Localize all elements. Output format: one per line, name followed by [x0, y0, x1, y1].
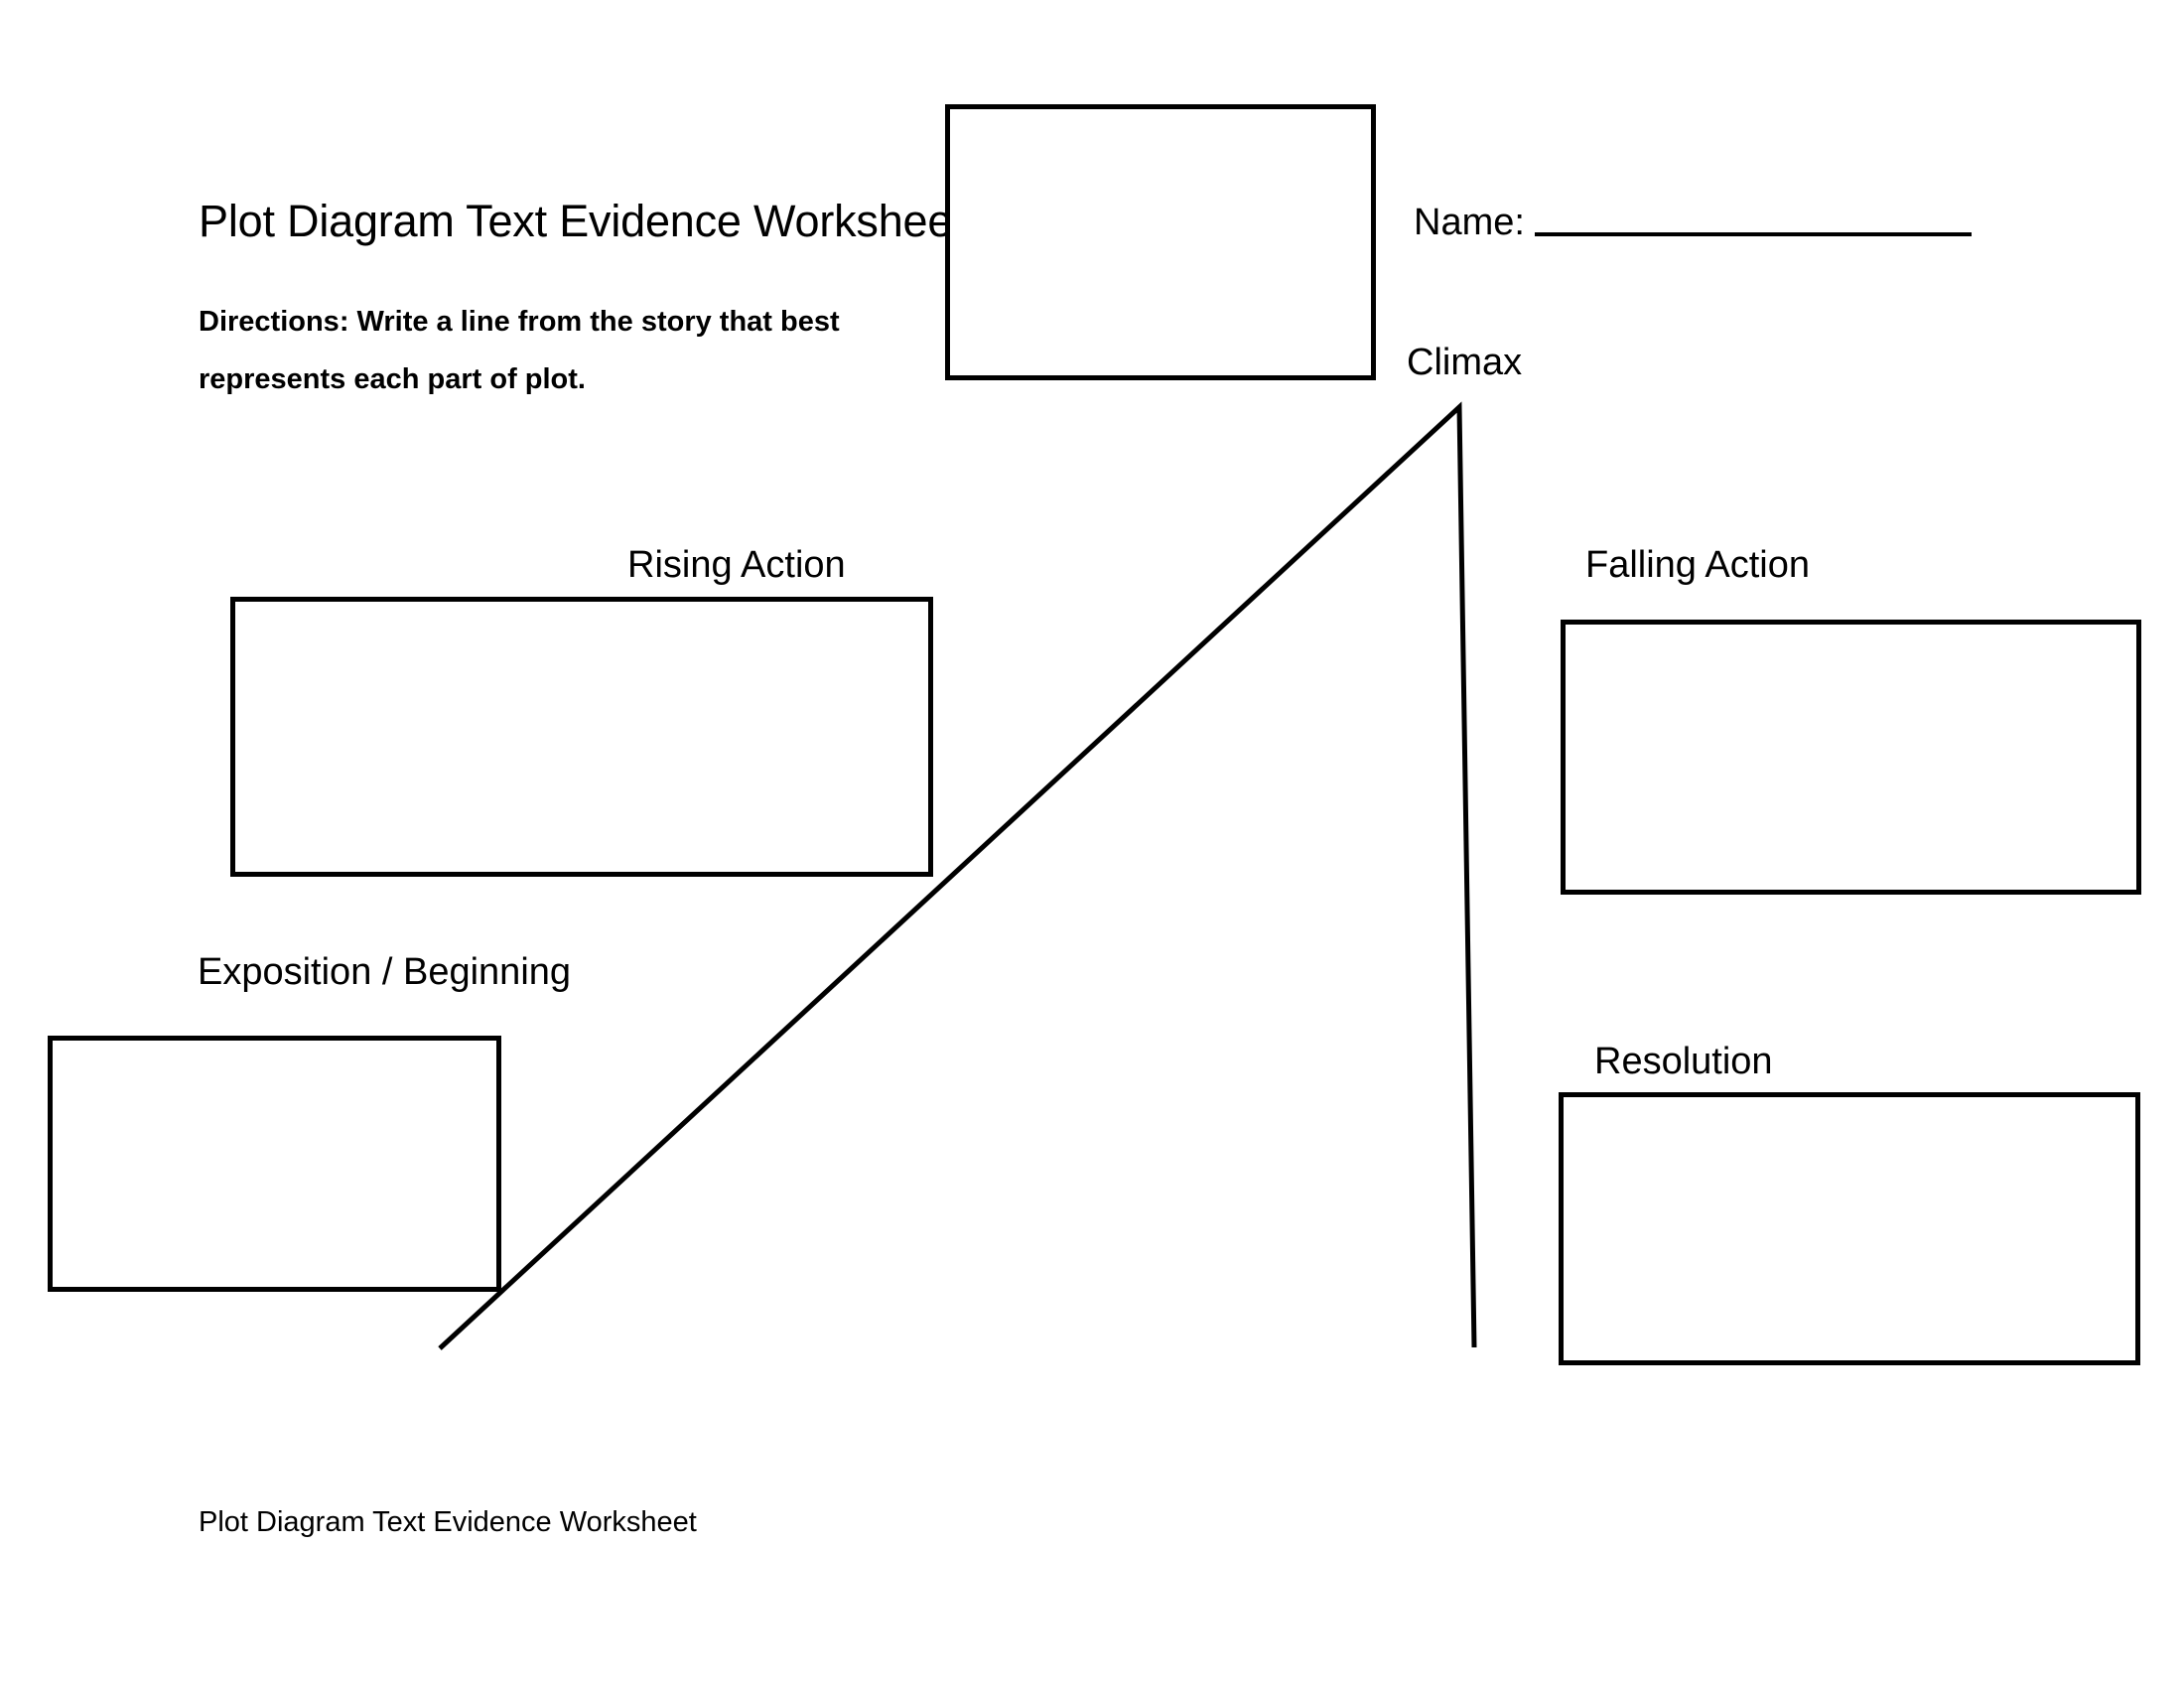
climax-answer-box[interactable] — [945, 104, 1376, 380]
rising-action-label: Rising Action — [627, 544, 846, 586]
resolution-label: Resolution — [1594, 1041, 1773, 1082]
plot-arc-path — [438, 401, 1477, 1350]
directions-block: Directions: Write a line from the story … — [199, 293, 874, 408]
name-input-line[interactable] — [1534, 232, 1972, 236]
resolution-answer-box[interactable] — [1559, 1092, 2140, 1365]
page-title: Plot Diagram Text Evidence Worksheet — [199, 196, 965, 246]
rising-action-answer-box[interactable] — [230, 597, 933, 877]
exposition-label: Exposition / Beginning — [198, 951, 572, 993]
footer-text: Plot Diagram Text Evidence Worksheet — [199, 1506, 697, 1538]
exposition-answer-box[interactable] — [48, 1036, 501, 1292]
falling-action-answer-box[interactable] — [1561, 620, 2141, 895]
name-label: Name: — [1414, 202, 1525, 243]
climax-label: Climax — [1407, 342, 1523, 383]
name-field[interactable]: Name: — [1414, 202, 1972, 244]
falling-action-label: Falling Action — [1585, 544, 1811, 586]
directions-line-2: represents each part of plot. — [199, 363, 586, 395]
directions-line-1: Directions: Write a line from the story … — [199, 306, 840, 338]
